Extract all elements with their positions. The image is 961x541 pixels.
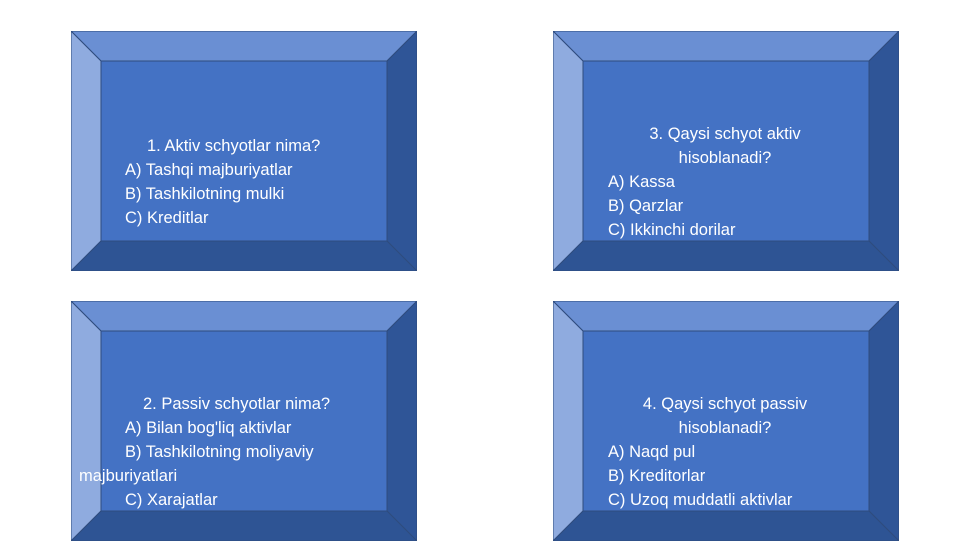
- option-a: A) Naqd pul: [608, 443, 696, 461]
- option-a: A) Tashqi majburiyatlar: [125, 161, 293, 179]
- option-b-cont: majburiyatlari: [79, 467, 178, 485]
- option-a: A) Kassa: [608, 173, 675, 191]
- card-face: 3. Qaysi schyot aktiv hisoblanadi? A) Ka…: [583, 61, 867, 241]
- bevel-frame: [553, 301, 899, 541]
- card-face: 2. Passiv schyotlar nima? A) Bilan bog'l…: [79, 331, 385, 511]
- option-b: B) Qarzlar: [608, 197, 684, 215]
- question-card-1: 1. Aktiv schyotlar nima? A) Tashqi majbu…: [71, 31, 417, 271]
- question-text-cont: hisoblanadi?: [678, 149, 772, 167]
- question-text: 4. Qaysi schyot passiv: [642, 395, 808, 413]
- question-text: 3. Qaysi schyot aktiv: [649, 125, 801, 143]
- card-face: 4. Qaysi schyot passiv hisoblanadi? A) N…: [583, 331, 867, 511]
- option-c: C) Ikkinchi dorilar: [608, 221, 736, 239]
- option-c: C) Xarajatlar: [125, 491, 218, 509]
- option-a: A) Bilan bog'liq aktivlar: [125, 419, 292, 437]
- question-card-4: 4. Qaysi schyot passiv hisoblanadi? A) N…: [553, 301, 899, 541]
- question-card-3: 3. Qaysi schyot aktiv hisoblanadi? A) Ka…: [553, 31, 899, 271]
- bevel-frame: [71, 31, 417, 271]
- option-c: C) Kreditlar: [125, 209, 209, 227]
- question-text: 2. Passiv schyotlar nima?: [143, 395, 331, 413]
- bevel-frame: [553, 31, 899, 271]
- bevel-frame: [71, 301, 417, 541]
- option-b: B) Tashkilotning mulki: [125, 185, 285, 203]
- option-b: B) Kreditorlar: [608, 467, 706, 485]
- card-face: 1. Aktiv schyotlar nima? A) Tashqi majbu…: [101, 61, 385, 241]
- option-c: C) Uzoq muddatli aktivlar: [608, 491, 793, 509]
- question-text: 1. Aktiv schyotlar nima?: [147, 137, 321, 155]
- question-card-2: 2. Passiv schyotlar nima? A) Bilan bog'l…: [71, 301, 417, 541]
- option-b: B) Tashkilotning moliyaviy: [125, 443, 314, 461]
- question-text-cont: hisoblanadi?: [678, 419, 772, 437]
